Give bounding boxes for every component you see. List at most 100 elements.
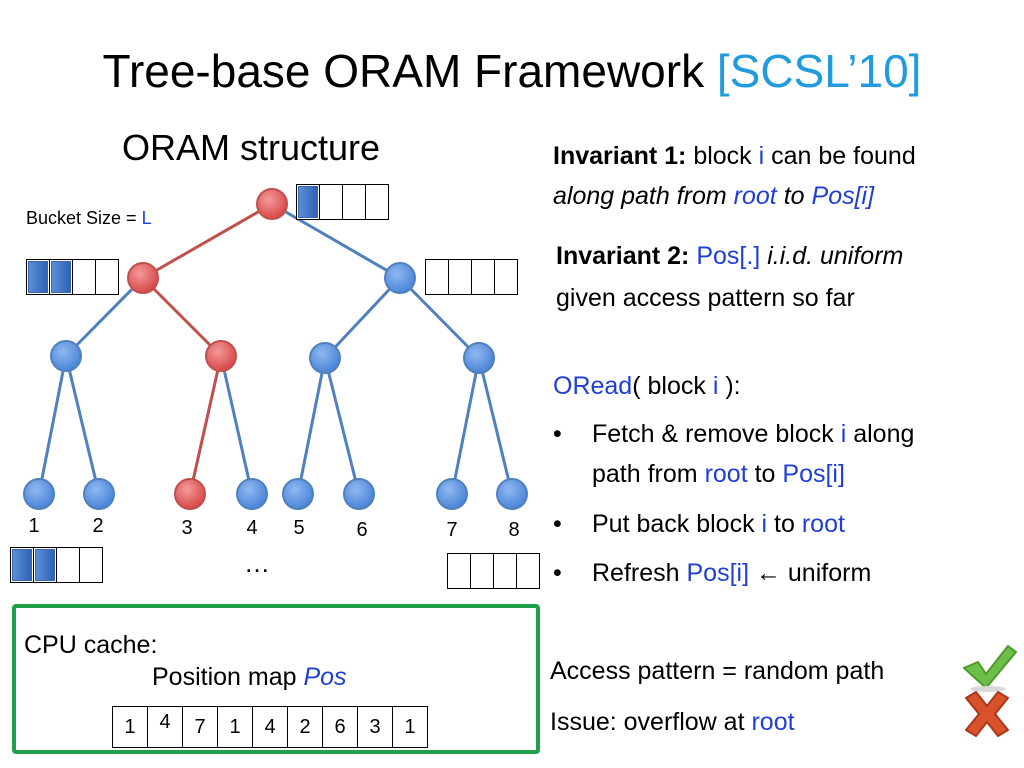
slide-title: Tree-base ORAM Framework [SCSL’10] [0,40,1024,102]
invariant2-label: Invariant 2: [556,242,690,270]
node-root [256,188,288,220]
bucket-slot [96,259,119,295]
oread-bullet-2: • Put back block i to root [553,504,845,544]
node-leaf-6 [343,478,375,510]
node-l2-1 [50,340,82,372]
issue-root: root [751,708,795,736]
bullet-pos: Pos[i] [782,460,845,488]
oread-signature: ORead( block i ): [553,366,741,406]
posmap-cell: 6 [323,706,358,748]
position-map-var: Pos [303,663,347,691]
invariant1-line2: along path from root to Pos[i] [553,176,874,216]
node-leaf-3 [174,478,206,510]
invariant1-text: along path from [553,182,734,210]
bucket-slot [34,547,57,583]
invariant2-iid: i.i.d. uniform [760,242,904,270]
bucket-slot [471,553,494,589]
invariant1-line1: Invariant 1: block i can be found [553,136,916,176]
cpu-cache-box [12,604,540,754]
node-l1-left [127,262,159,294]
position-map-text: Position map [152,663,304,691]
edge-leaf-2 [64,355,101,495]
invariant1-pos: Pos[i] [811,182,875,210]
node-leaf-5 [282,478,314,510]
node-l2-3 [309,342,341,374]
bucket-slot [366,184,389,220]
bucket-right [425,259,518,295]
bucket-slot [296,184,320,220]
bullet-text: ← uniform [749,559,872,587]
cpu-cache-label: CPU cache: [24,631,158,659]
posmap-cell: 4 [253,706,288,748]
bucket-size-text: Bucket Size = [26,208,142,228]
node-l1-right [384,262,416,294]
node-l2-4 [463,342,495,374]
bucket-slot [57,547,80,583]
edge-r-rr [398,276,481,360]
bucket-size-label: Bucket Size = L [26,206,152,230]
bucket-slot [449,259,472,295]
bullet-pos: Pos[i] [686,559,750,587]
bullet-dot: • [553,510,562,538]
node-l2-2 [205,340,237,372]
bullet-root: root [801,510,845,538]
node-leaf-2 [83,478,115,510]
posmap-cell: 3 [358,706,393,748]
issue-label: Issue: overflow at [550,708,752,736]
edge-leaf-6 [323,357,361,495]
bucket-slot [73,259,96,295]
bullet-var: i [840,420,847,448]
posmap-cell: 2 [288,706,323,748]
bucket-slot [494,553,517,589]
leaf-label-6: 6 [356,519,368,541]
edge-leaf-5 [296,357,327,495]
oread-args: ): [718,372,741,400]
leaf-label-2: 2 [92,515,104,537]
oread-bullet-3: • Refresh Pos[i] ← uniform [553,553,871,593]
bucket-slot [320,184,343,220]
posmap-cell: 1 [218,706,253,748]
bucket-slot [80,547,103,583]
edge-leaf-3 [188,355,223,495]
invariant1-var: i [758,142,765,170]
invariant1-text: block [686,142,759,170]
invariant1-label: Invariant 1: [553,142,687,170]
bucket-slot [425,259,449,295]
edge-leaf-1 [37,355,68,495]
leaf-label-5: 5 [293,517,305,539]
bucket-slot [517,553,540,589]
leaf-label-3: 3 [181,517,193,539]
leaf-label-8: 8 [508,519,520,541]
issue-text: Issue: overflow at root [550,702,795,742]
edge-root-left [142,202,273,280]
edge-root-right [271,202,401,280]
bucket-slot [343,184,366,220]
bucket-root [296,184,389,220]
node-leaf-4 [236,478,268,510]
bucket-slot [472,259,495,295]
bullet-text: Refresh [592,559,687,587]
bullet-dot: • [553,420,562,448]
bucket-slot [447,553,471,589]
oread-args: ( block [632,372,713,400]
oread-var: i [712,372,719,400]
bucket-left [26,259,119,295]
bullet-dot: • [553,559,562,587]
leaf-label-7: 7 [446,519,458,541]
slide-title-text: Tree-base ORAM Framework [102,45,705,97]
leaf-label-1: 1 [28,515,40,537]
oread-bullet-1: • Fetch & remove block i along path from… [553,414,1013,494]
cross-icon [965,691,1009,737]
posmap-cell: 7 [183,706,218,748]
posmap-cell: 1 [393,706,428,748]
bucket-slot [50,259,73,295]
position-map-label: Position map Pos [152,660,347,694]
slide-title-citation: [SCSL’10] [716,45,922,97]
invariant1-text: can be found [764,142,916,170]
bucket-slot [10,547,34,583]
invariant2-pos: Pos[.] [696,242,761,270]
invariant2-line1: Invariant 2: Pos[.] i.i.d. uniform [556,236,903,276]
bucket-size-var: L [141,208,152,228]
position-map-table: 1 4 7 1 4 2 6 3 1 [112,706,428,748]
check-icon [963,645,1017,692]
